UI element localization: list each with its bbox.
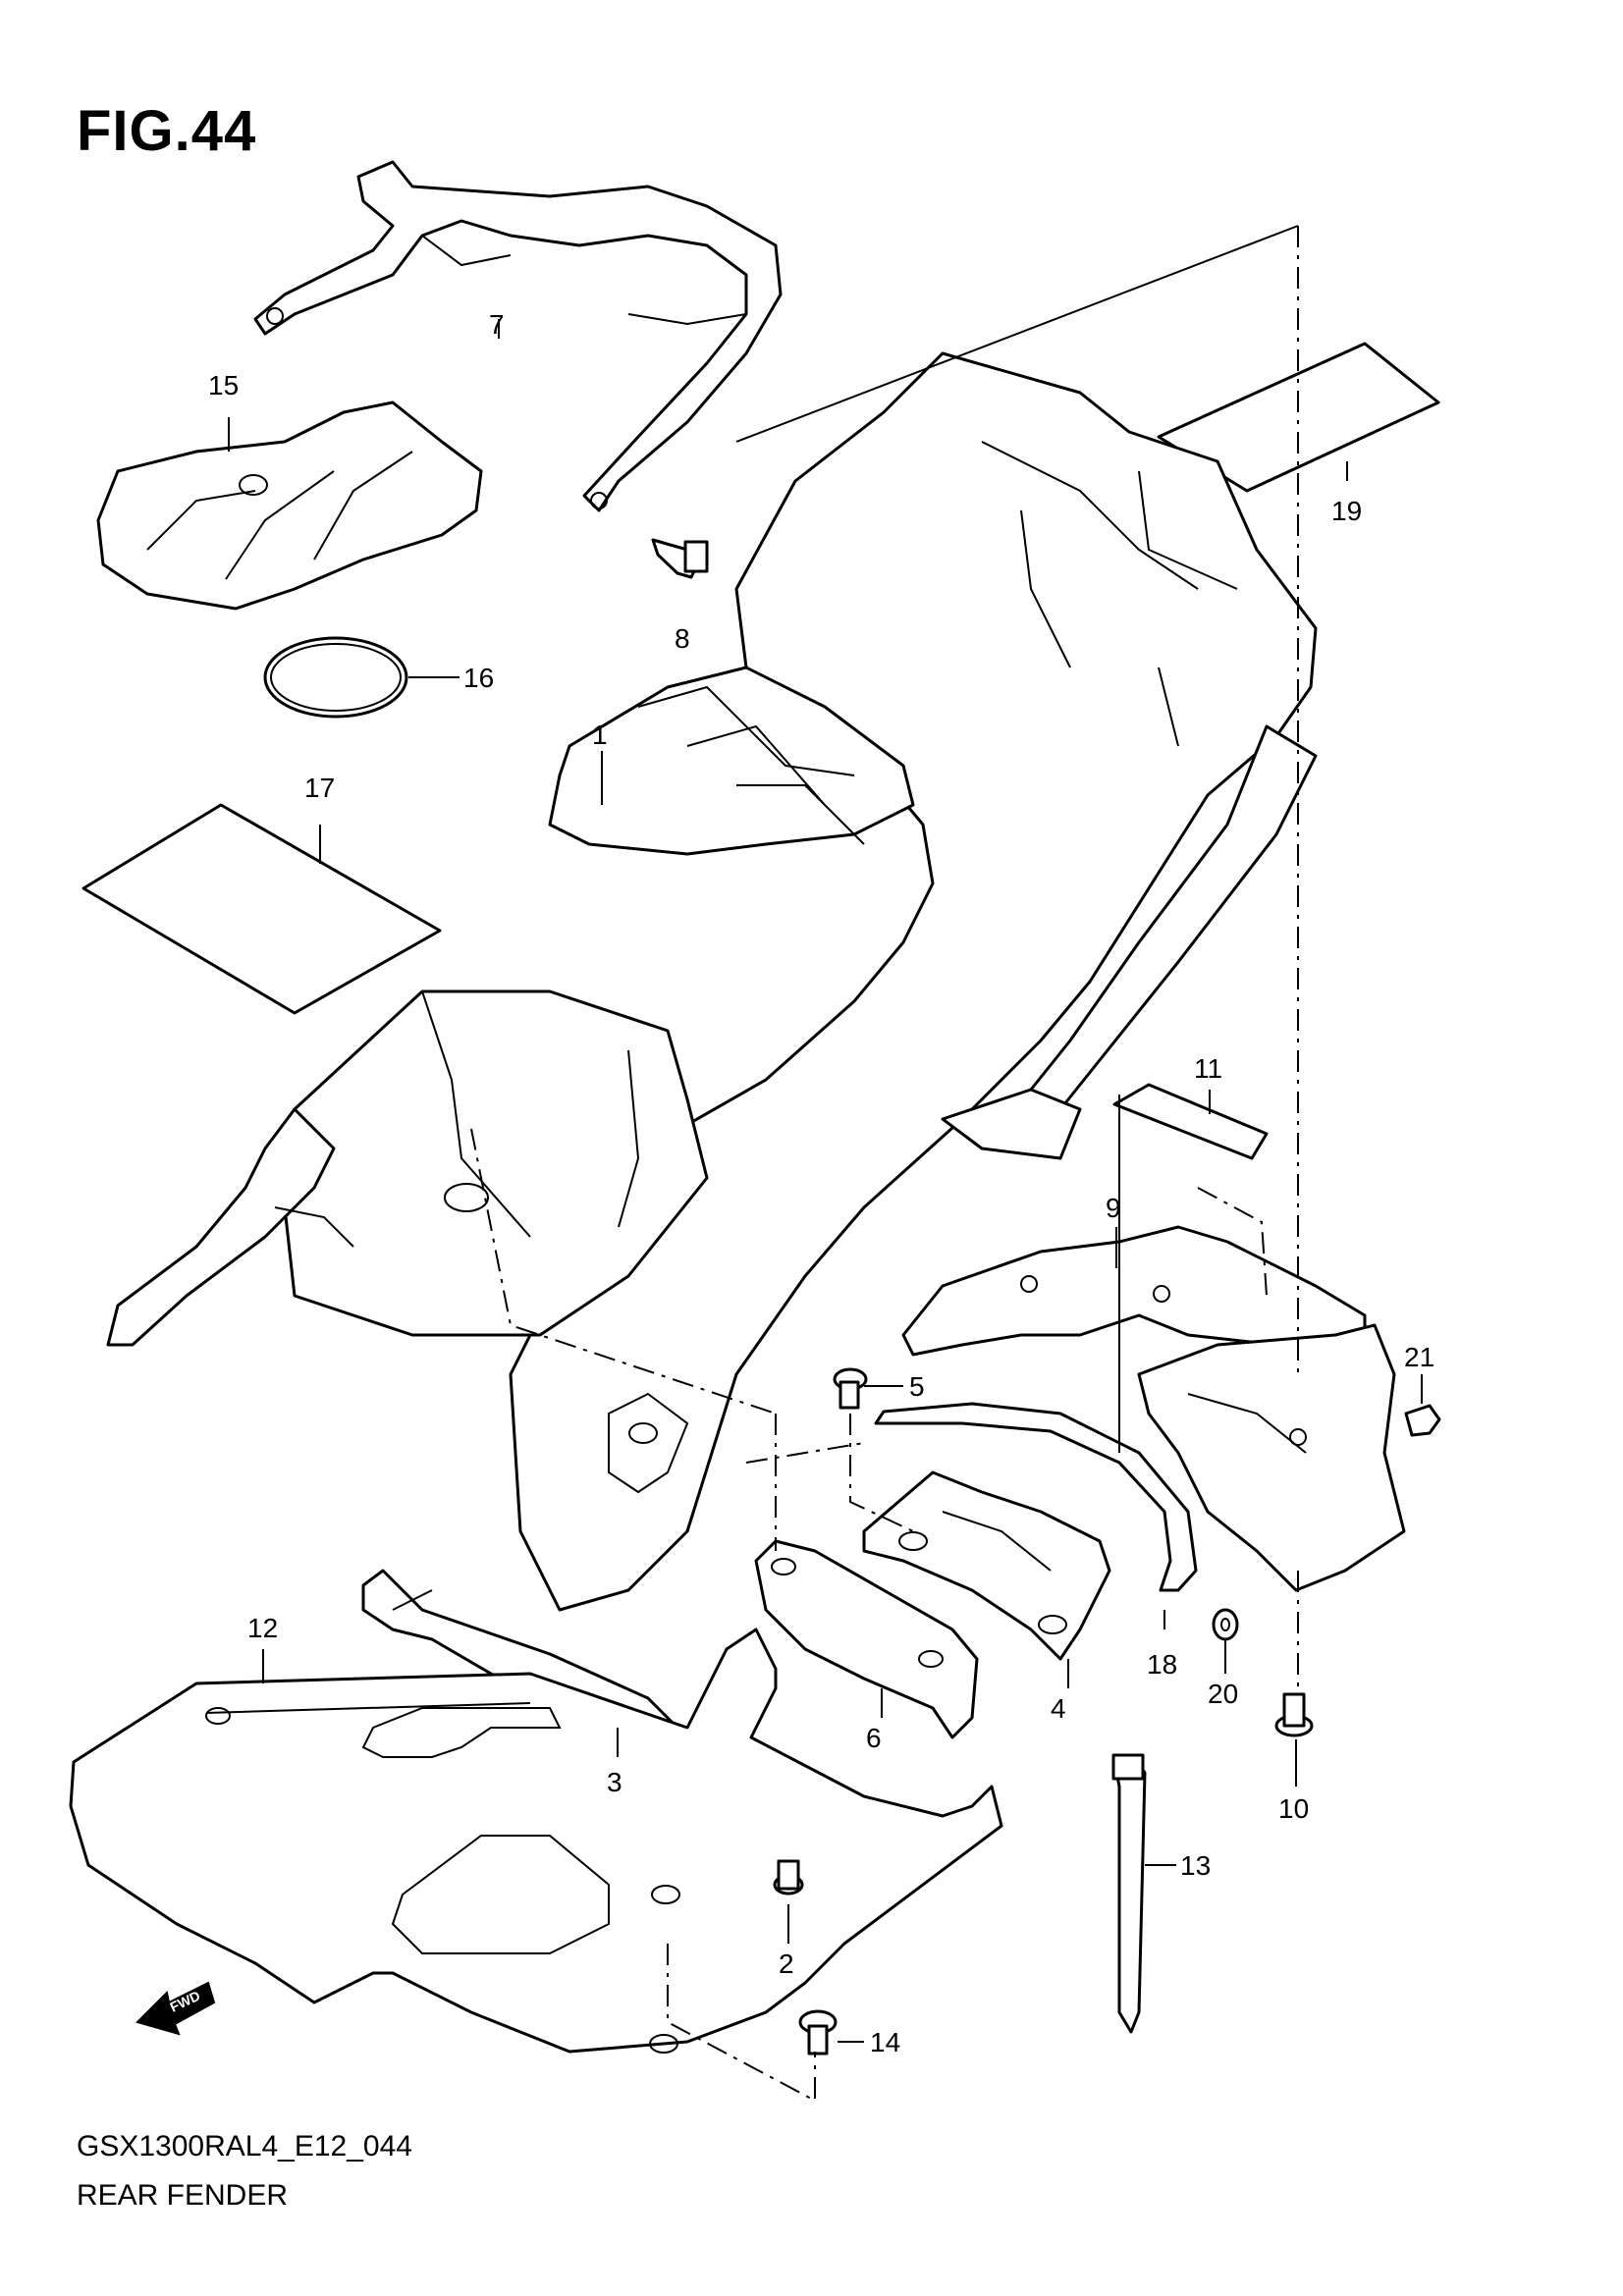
rear-lower-fender — [1137, 1323, 1406, 1592]
callout-18: 18 — [1147, 1649, 1177, 1680]
part-12-cover — [69, 1628, 1003, 2054]
callout-5: 5 — [909, 1371, 925, 1402]
callout-1: 1 — [592, 720, 608, 750]
figure-name: REAR FENDER — [77, 2179, 289, 2212]
leader-lines — [228, 225, 1423, 2043]
part-13-cable-tie — [1111, 1753, 1147, 2034]
callout-13: 13 — [1180, 1850, 1211, 1881]
part-15-pad — [96, 400, 483, 611]
callout-20: 20 — [1208, 1679, 1238, 1709]
part-17-sheet — [81, 803, 442, 1015]
part-6-bracket — [754, 1539, 979, 1739]
part-9-bracket — [901, 1225, 1367, 1357]
callout-2: 2 — [779, 1949, 794, 1979]
part-5-screw — [833, 1367, 868, 1410]
callout-15: 15 — [208, 370, 239, 400]
callout-11: 11 — [1194, 1053, 1222, 1084]
part-18-strip — [874, 1402, 1198, 1592]
fwd-arrow-icon: FWD — [135, 1981, 216, 2036]
part-21-clip — [1404, 1404, 1441, 1437]
part-4-bracket — [862, 1470, 1111, 1661]
part-7-bracket — [253, 160, 783, 512]
callout-14: 14 — [870, 2027, 900, 2057]
part-10-bolt — [1274, 1692, 1314, 1737]
model-code: GSX1300RAL4_E12_044 — [77, 2130, 412, 2163]
part-14-clip — [798, 2009, 838, 2056]
fender-side-strut — [941, 724, 1318, 1160]
part-20-washer — [1212, 1608, 1239, 1641]
fender-tail-extension — [106, 1107, 354, 1347]
callout-10: 10 — [1278, 1793, 1309, 1824]
callout-21: 21 — [1404, 1342, 1434, 1372]
callout-7: 7 — [489, 309, 505, 340]
part-2-bolt — [773, 1859, 804, 1896]
callout-16: 16 — [463, 663, 494, 693]
callout-6: 6 — [866, 1723, 882, 1753]
part-8-bolt — [651, 538, 709, 579]
callout-3: 3 — [607, 1767, 622, 1797]
callout-19: 19 — [1331, 496, 1362, 526]
figure-title: FIG.44 — [77, 99, 257, 163]
callout-labels: 1 2 3 4 5 6 7 8 9 10 11 12 13 14 15 16 1… — [208, 309, 1434, 2057]
callout-12: 12 — [247, 1613, 278, 1643]
part-16-ring — [263, 636, 408, 719]
part-11-sheet — [1112, 1083, 1269, 1160]
callout-9: 9 — [1106, 1193, 1121, 1223]
callout-17: 17 — [304, 773, 335, 803]
assembly-lines — [470, 226, 1299, 2103]
callout-8: 8 — [675, 623, 690, 654]
part-1-rear-fender — [283, 351, 1318, 1612]
callout-4: 4 — [1051, 1693, 1066, 1724]
